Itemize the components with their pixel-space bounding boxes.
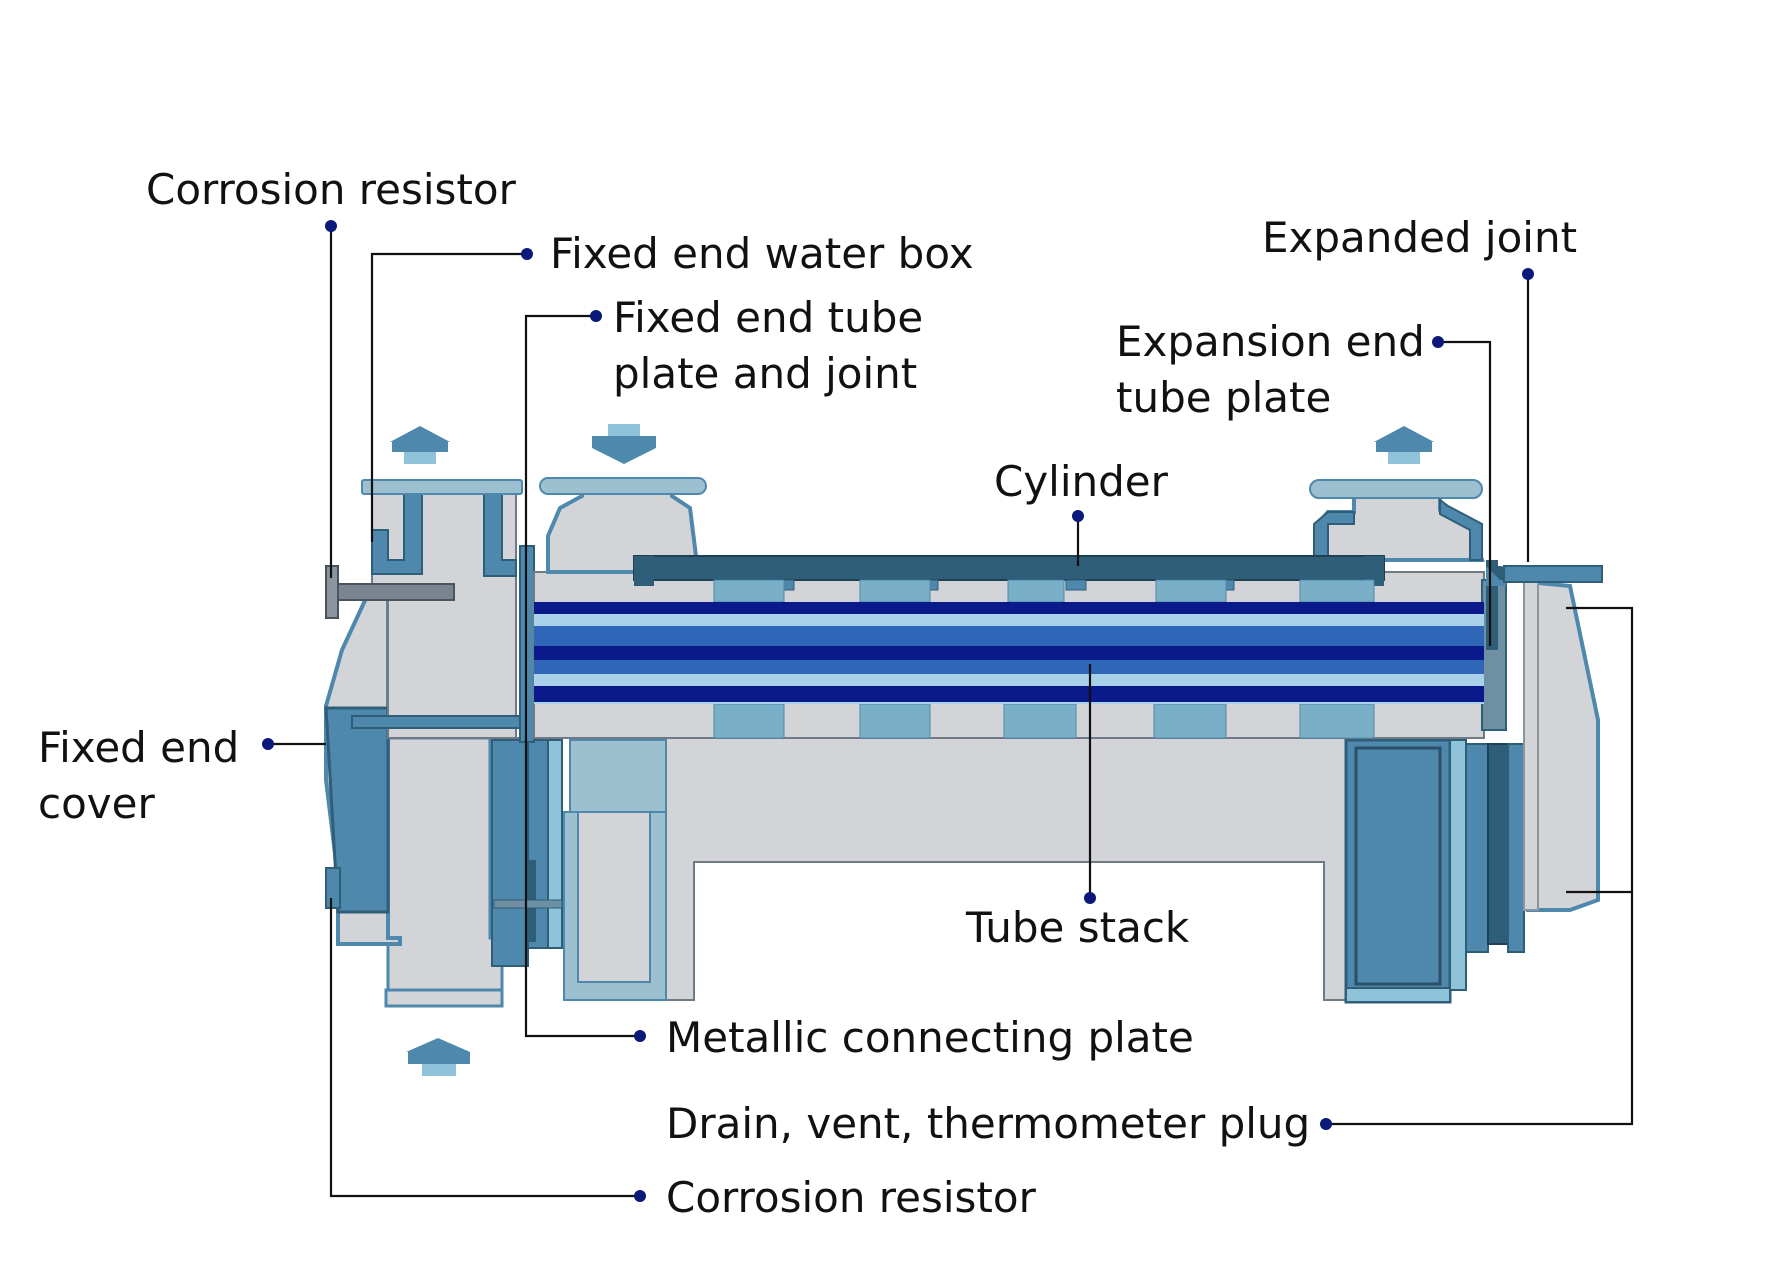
baffles-lower bbox=[713, 703, 1375, 739]
label-fixed-end-cover-line2: cover bbox=[38, 779, 155, 828]
label-drain-vent-thermometer-plug: Drain, vent, thermometer plug bbox=[666, 1099, 1310, 1148]
label-corrosion-resistor-top: Corrosion resistor bbox=[146, 165, 517, 214]
label-fixed-end-tube-plate-line2: plate and joint bbox=[613, 349, 917, 398]
label-metallic-connecting-plate: Metallic connecting plate bbox=[666, 1013, 1194, 1062]
fixed-end-water-box-flange bbox=[361, 479, 523, 495]
label-fixed-end-water-box: Fixed end water box bbox=[550, 229, 974, 278]
label-cylinder: Cylinder bbox=[994, 457, 1169, 506]
label-expanded-joint: Expanded joint bbox=[1262, 213, 1577, 262]
label-corrosion-resistor-bottom: Corrosion resistor bbox=[666, 1173, 1037, 1222]
shell-inlet-arrow bbox=[406, 1038, 470, 1076]
tube-stack bbox=[534, 602, 1484, 704]
label-fixed-end-tube-plate-line1: Fixed end tube bbox=[613, 293, 923, 342]
baffles-upper bbox=[713, 579, 1375, 603]
label-expansion-end-line1: Expansion end bbox=[1116, 317, 1425, 366]
shell-outlet-arrow bbox=[1374, 426, 1434, 464]
label-expansion-end-line2: tube plate bbox=[1116, 373, 1331, 422]
label-fixed-end-cover-line1: Fixed end bbox=[38, 723, 239, 772]
cylinder-beam bbox=[633, 555, 1385, 581]
shell-inlet-flange bbox=[539, 477, 707, 495]
corrosion-resistor-rod bbox=[335, 583, 455, 601]
shell-outlet-nozzle bbox=[1314, 492, 1485, 562]
shell-outlet-flange bbox=[1309, 479, 1483, 499]
leader-lines bbox=[262, 220, 1634, 1202]
exchanger-body bbox=[324, 477, 1603, 1008]
label-tube-stack: Tube stack bbox=[965, 903, 1190, 952]
metallic-connecting-plate bbox=[493, 899, 563, 909]
outlet-arrow bbox=[592, 424, 656, 464]
inlet-arrow bbox=[390, 426, 450, 464]
fixed-end-lower-water-box bbox=[386, 736, 504, 1006]
